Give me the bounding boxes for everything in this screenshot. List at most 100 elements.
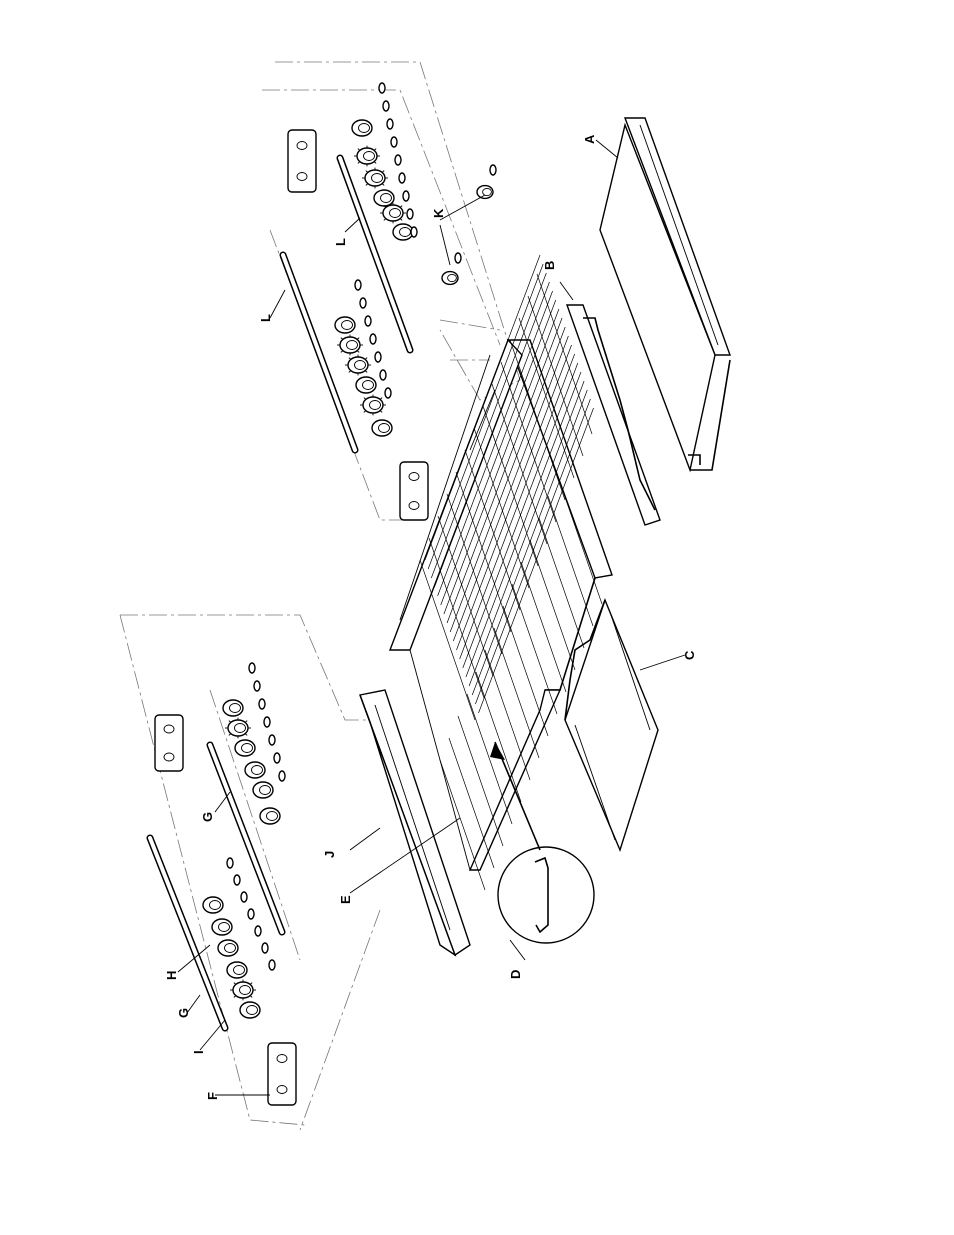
pin — [385, 388, 391, 398]
gear-icon — [357, 148, 377, 164]
grate-bar — [440, 760, 485, 890]
gear-tooth — [245, 721, 247, 723]
label-g-lower: G — [176, 1008, 191, 1018]
grate-crossbar — [441, 300, 556, 605]
grate-crossbar — [428, 264, 543, 569]
pin — [391, 137, 397, 147]
gear-tooth — [349, 371, 351, 373]
grate-crossbar — [438, 291, 553, 596]
gear-tooth — [366, 171, 368, 173]
grate-bar — [458, 716, 503, 846]
pin — [387, 119, 393, 129]
gear-icon — [228, 720, 248, 736]
gear-icon — [363, 397, 383, 413]
label-d: D — [508, 970, 523, 979]
gear-tooth — [234, 996, 236, 998]
gear-tooth — [382, 184, 384, 186]
gear-tooth — [400, 219, 402, 221]
grate-crossbar — [479, 408, 594, 713]
pin — [365, 316, 371, 326]
label-g-upper: G — [200, 812, 215, 822]
label-h: H — [164, 971, 179, 980]
gear-icon — [348, 357, 368, 373]
main-frame — [390, 340, 612, 870]
gear-tooth — [229, 721, 231, 723]
grate-bar — [539, 518, 584, 648]
gear-tooth — [374, 149, 376, 151]
gear-tooth — [384, 219, 386, 221]
gear-tooth — [365, 358, 367, 360]
pin — [269, 960, 275, 970]
roller-wheel — [203, 897, 223, 913]
gear-tooth — [357, 338, 359, 340]
pin — [264, 717, 270, 727]
pin — [269, 735, 275, 745]
gear-icon — [365, 170, 385, 186]
pin — [249, 663, 255, 673]
pin — [490, 165, 496, 175]
grate-bar — [447, 494, 502, 654]
roller-wheel — [253, 782, 273, 798]
pin — [375, 352, 381, 362]
label-l-right: L — [333, 238, 348, 246]
roller-wheel — [260, 808, 280, 824]
grate-bar — [494, 628, 539, 758]
pin — [455, 253, 461, 263]
gear-tooth — [380, 411, 382, 413]
pin — [227, 858, 233, 868]
gear-tooth — [229, 734, 231, 736]
label-b: B — [542, 261, 557, 270]
label-c: C — [682, 650, 697, 660]
pin — [248, 909, 254, 919]
label-j: J — [322, 851, 337, 858]
gear-tooth — [245, 734, 247, 736]
label-e: E — [338, 895, 353, 904]
end-bracket — [155, 715, 183, 771]
gear-tooth — [382, 171, 384, 173]
pin — [360, 298, 366, 308]
label-k: K — [431, 208, 446, 218]
roller-wheel — [356, 377, 376, 393]
label-a: A — [582, 134, 597, 144]
pin — [355, 280, 361, 290]
gear-tooth — [374, 162, 376, 164]
shaft-highlight — [150, 838, 225, 1028]
pin — [279, 771, 285, 781]
end-bracket — [268, 1043, 296, 1105]
grate-bar — [456, 472, 511, 632]
gear-tooth — [400, 206, 402, 208]
pin — [395, 155, 401, 165]
roller-wheel — [235, 740, 255, 756]
roller-wheel — [227, 962, 247, 978]
gear-tooth — [341, 351, 343, 353]
grate-bar — [449, 738, 494, 868]
pin — [259, 699, 265, 709]
label-l-left: L — [258, 314, 273, 322]
grate-crossbar — [434, 282, 549, 587]
pin — [399, 173, 405, 183]
shaft-highlight — [283, 255, 355, 450]
gear-tooth — [366, 184, 368, 186]
label-i: I — [191, 1050, 206, 1054]
gear-icon — [340, 337, 360, 353]
part-c-tray — [565, 600, 658, 850]
gear-tooth — [364, 411, 366, 413]
gear-tooth — [365, 371, 367, 373]
grate-bar — [512, 584, 557, 714]
roller-wheel — [223, 700, 243, 716]
roller-wheel — [335, 317, 355, 333]
grate-bar — [503, 606, 548, 736]
pin — [379, 83, 385, 93]
pin — [383, 101, 389, 111]
gear-tooth — [250, 996, 252, 998]
grate-crossbar — [460, 354, 575, 659]
pin — [380, 370, 386, 380]
pin — [411, 227, 417, 237]
gear-tooth — [341, 338, 343, 340]
grate-bar — [485, 650, 530, 780]
gear-icon — [383, 205, 403, 221]
pin — [254, 681, 260, 691]
grate-bar — [465, 450, 520, 610]
roller-wheel — [372, 420, 392, 436]
